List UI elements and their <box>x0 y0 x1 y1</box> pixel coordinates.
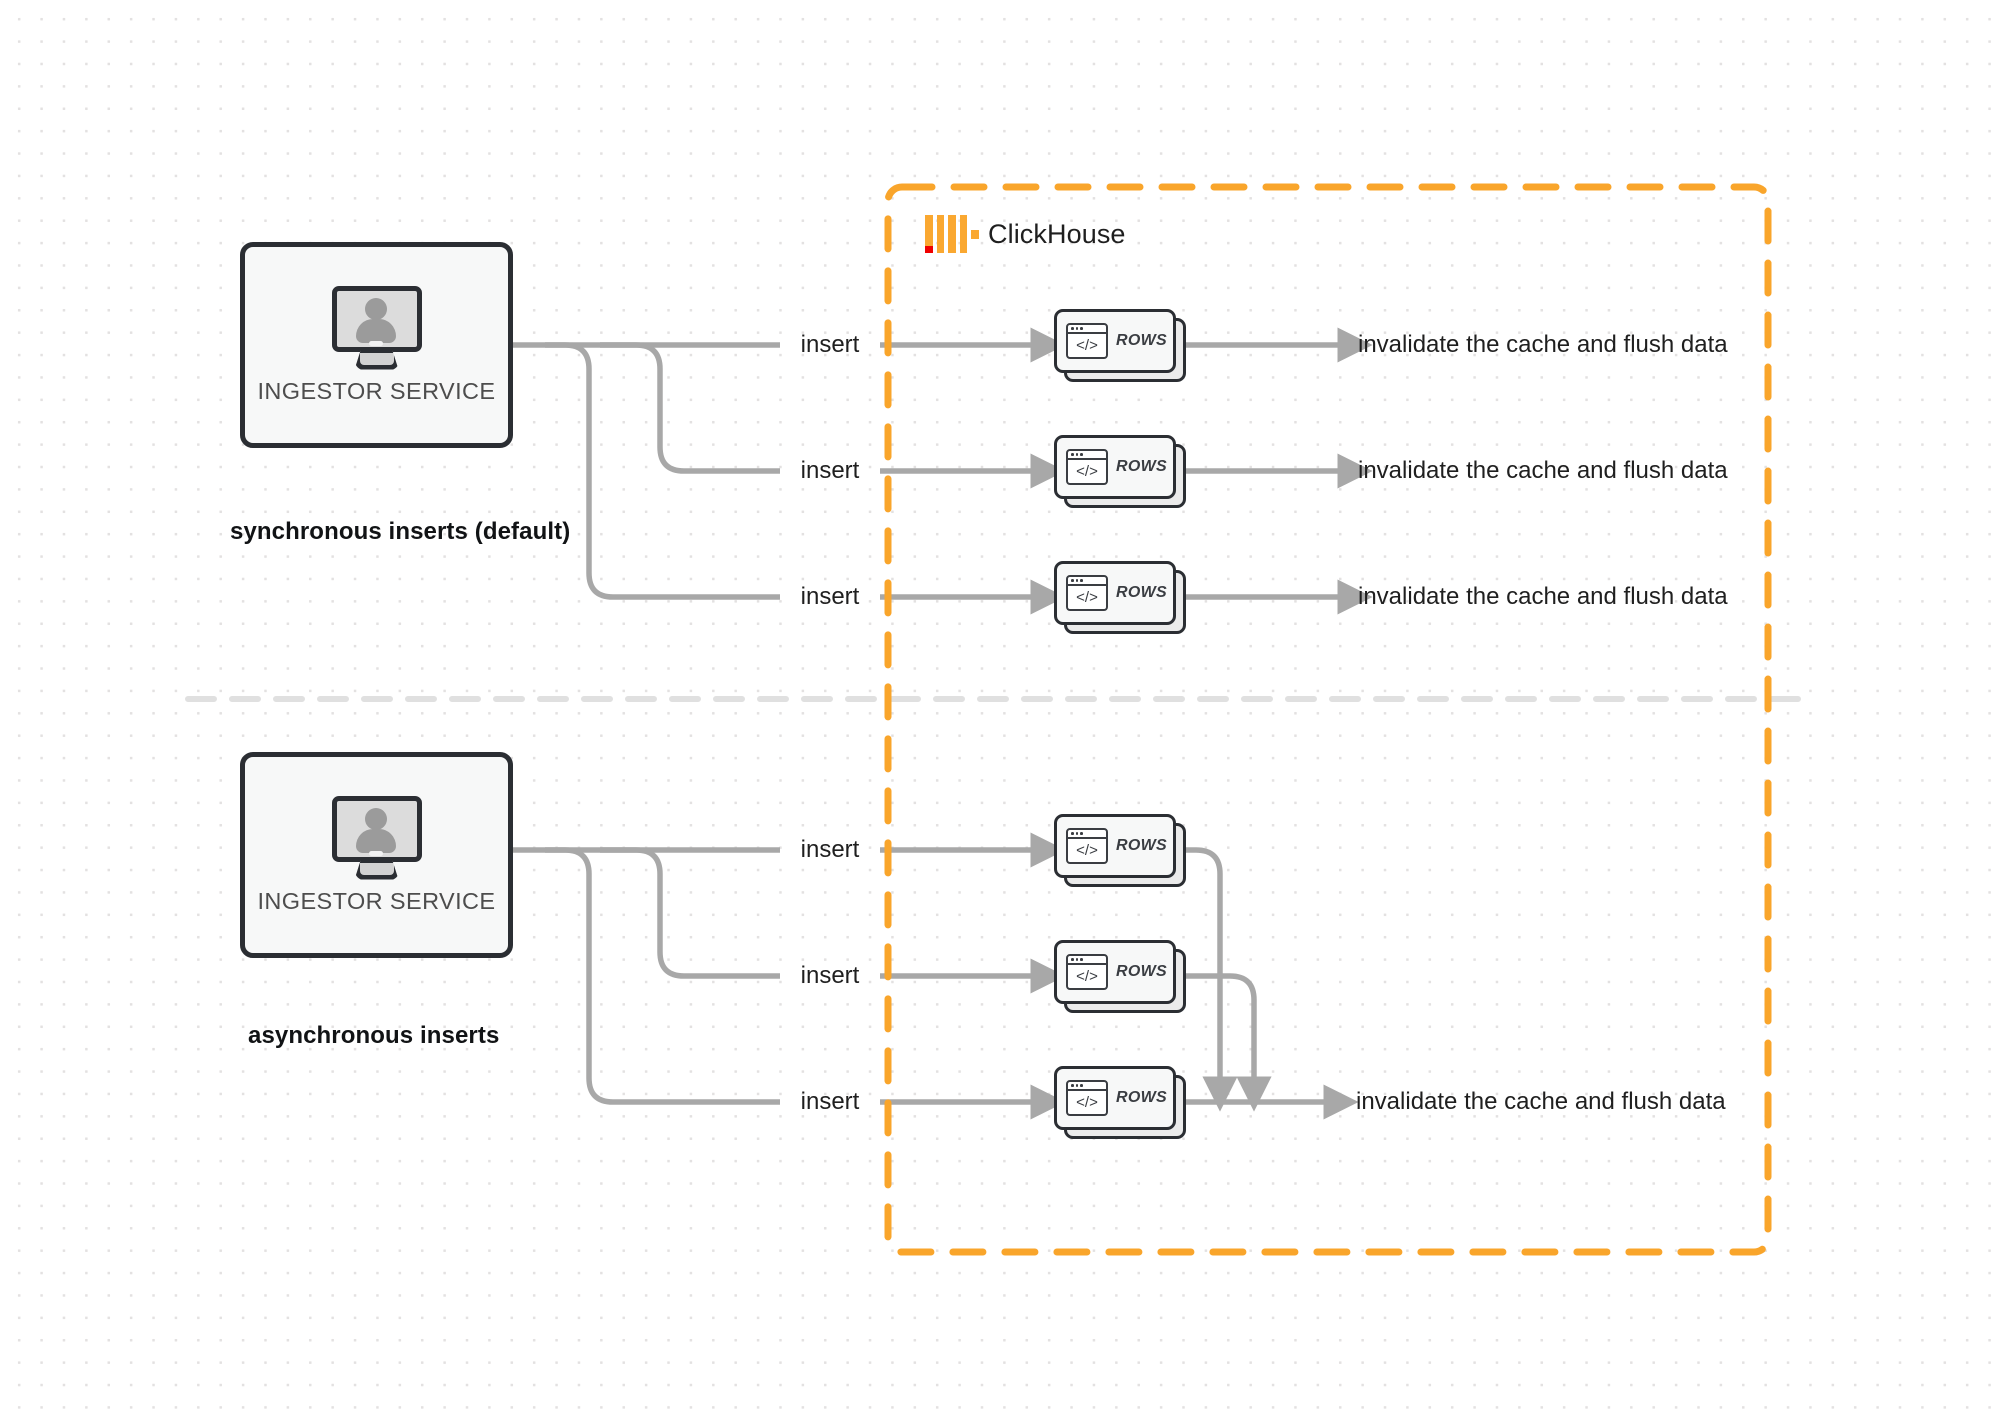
insert-label-async-2: insert <box>800 962 860 989</box>
rows-node-sync-3[interactable]: </> ROWS <box>1054 561 1186 634</box>
code-window-icon: </> <box>1066 575 1108 611</box>
outcome-label-async-merged: invalidate the cache and flush data <box>1356 1088 1726 1115</box>
section-caption-async: asynchronous inserts <box>248 1022 500 1049</box>
rows-node-sync-2[interactable]: </> ROWS <box>1054 435 1186 508</box>
rows-node-label: ROWS <box>1116 332 1167 349</box>
outcome-label-sync-3: invalidate the cache and flush data <box>1358 583 1728 610</box>
ingestor-service-label-sync: INGESTOR SERVICE <box>257 377 496 404</box>
code-window-icon: </> <box>1066 323 1108 359</box>
insert-label-async-3: insert <box>800 1088 860 1115</box>
rows-node-async-1[interactable]: </> ROWS <box>1054 814 1186 887</box>
rows-node-label: ROWS <box>1116 837 1167 854</box>
insert-label-sync-3: insert <box>800 583 860 610</box>
rows-node-label: ROWS <box>1116 963 1167 980</box>
code-window-icon: </> <box>1066 449 1108 485</box>
insert-label-sync-2: insert <box>800 457 860 484</box>
clickhouse-logo-icon <box>925 215 979 253</box>
code-window-icon: </> <box>1066 954 1108 990</box>
insert-label-async-1: insert <box>800 836 860 863</box>
ingestor-service-sync[interactable]: INGESTOR SERVICE <box>240 242 513 448</box>
ingestor-service-async[interactable]: INGESTOR SERVICE <box>240 752 513 958</box>
insert-label-sync-1: insert <box>800 331 860 358</box>
monitor-user-icon <box>328 795 426 880</box>
rows-node-sync-1[interactable]: </> ROWS <box>1054 309 1186 382</box>
rows-node-label: ROWS <box>1116 458 1167 475</box>
code-window-icon: </> <box>1066 1080 1108 1116</box>
rows-node-label: ROWS <box>1116 584 1167 601</box>
clickhouse-label: ClickHouse <box>988 218 1126 249</box>
rows-node-async-3[interactable]: </> ROWS <box>1054 1066 1186 1139</box>
rows-node-label: ROWS <box>1116 1089 1167 1106</box>
monitor-user-icon <box>328 285 426 370</box>
section-caption-sync: synchronous inserts (default) <box>230 518 571 545</box>
outcome-label-sync-2: invalidate the cache and flush data <box>1358 457 1728 484</box>
rows-node-async-2[interactable]: </> ROWS <box>1054 940 1186 1013</box>
outcome-label-sync-1: invalidate the cache and flush data <box>1358 331 1728 358</box>
code-window-icon: </> <box>1066 828 1108 864</box>
clickhouse-brand: ClickHouse <box>925 215 1126 253</box>
ingestor-service-label-async: INGESTOR SERVICE <box>257 887 496 914</box>
